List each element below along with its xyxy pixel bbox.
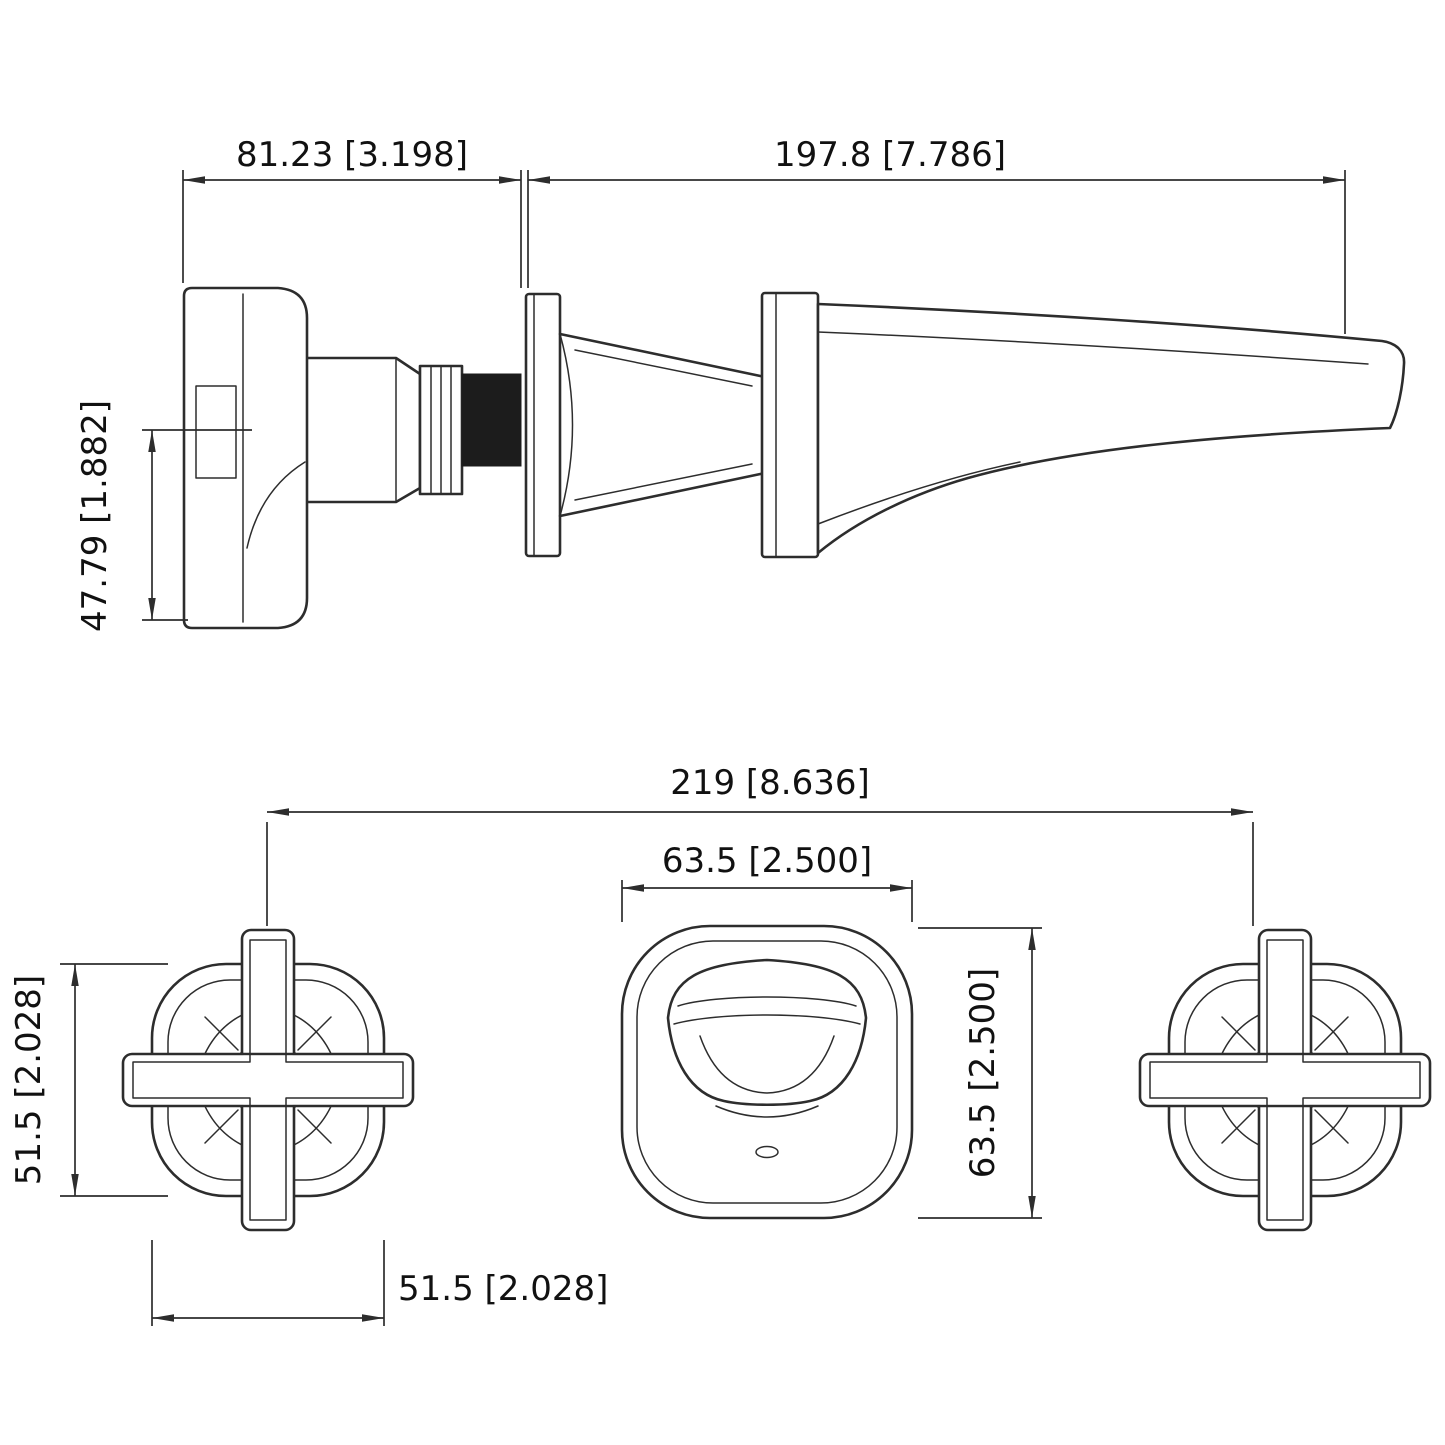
threaded-shank (461, 373, 522, 467)
spout-mouth-outline (666, 958, 868, 1107)
dim-handle-height-label: 51.5 [2.028] (9, 975, 49, 1185)
dim-drop-height-label: 47.79 [1.882] (75, 400, 115, 632)
dim-handle-width: 51.5 [2.028] (151, 1240, 608, 1326)
handle-front-left (121, 928, 415, 1232)
dim-spout-width-label: 63.5 [2.500] (662, 841, 872, 881)
escutcheon-plate-left (524, 292, 562, 558)
aerator-hole (755, 1145, 779, 1159)
spout-front (620, 924, 914, 1220)
spout-side (816, 302, 1406, 555)
spout-escutcheon-front-inner (636, 940, 898, 1204)
spout-escutcheon-front-outer (620, 924, 914, 1220)
dim-overall-width-label: 219 [8.636] (670, 763, 870, 803)
handle-side-inset (195, 385, 237, 479)
cross-joint (243, 1055, 293, 1105)
dim-handle-height: 51.5 [2.028] (9, 963, 168, 1197)
handle-side (182, 286, 309, 630)
dim-spout-height: 63.5 [2.500] (918, 927, 1042, 1219)
valve-body (298, 356, 422, 504)
handle-facet-line (297, 1109, 332, 1144)
mounting-cone (558, 332, 772, 518)
dim-spout-width: 63.5 [2.500] (621, 841, 913, 922)
dim-handle-depth-label: 81.23 [3.198] (236, 135, 468, 175)
dim-overall-width: 219 [8.636] (266, 763, 1254, 926)
spout-escutcheon-side (760, 291, 820, 559)
spout-mouth-top-edge (677, 996, 857, 1007)
handle-side-curve (246, 461, 306, 549)
spout-mouth-bowl (699, 1035, 835, 1094)
dim-drop-height: 47.79 [1.882] (75, 400, 252, 632)
handle-cross-inner-outline (132, 939, 404, 1221)
dim-spout-length: 197.8 [7.786] (527, 135, 1346, 334)
handle-facet-line (204, 1016, 239, 1051)
spout-mouth-top-edge-inner (673, 1014, 861, 1025)
dim-handle-width-label: 51.5 [2.028] (398, 1269, 608, 1309)
spout-side-contour-top (817, 331, 1369, 365)
handle-facet-line (297, 1016, 332, 1051)
handle-facet-line (204, 1109, 239, 1144)
dim-spout-length-label: 197.8 [7.786] (774, 135, 1006, 175)
dim-spout-height-label: 63.5 [2.500] (963, 968, 1003, 1178)
spout-chin-line (715, 1105, 819, 1118)
side-view: 81.23 [3.198] 197.8 [7.786] 47.79 [1.882… (75, 135, 1406, 632)
front-view: 219 [8.636] 63.5 [2.500] 51.5 [2.028] 63… (9, 763, 1432, 1326)
dim-handle-depth: 81.23 [3.198] (182, 135, 522, 288)
spout-side-contour-bottom (817, 461, 1021, 525)
faucet-side-profile (182, 286, 1406, 630)
handle-front-right (1138, 928, 1432, 1232)
